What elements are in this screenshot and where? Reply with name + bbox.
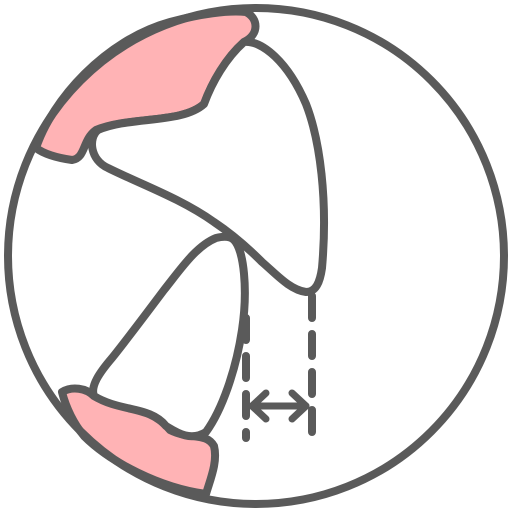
lower-tooth	[89, 232, 249, 441]
gap-width-arrow-icon	[248, 389, 310, 423]
circle-border	[4, 4, 508, 508]
